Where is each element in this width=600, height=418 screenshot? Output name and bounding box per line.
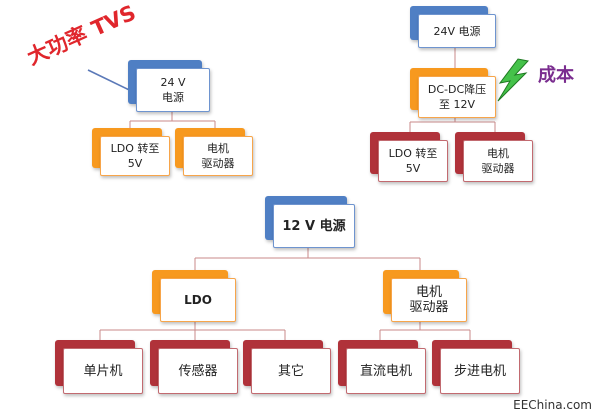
left-motor-driver-label: 电机 驱动器: [183, 136, 253, 176]
left-root-label: 24 V 电源: [136, 68, 210, 112]
left-ldo-node: LDO 转至 5V: [92, 128, 170, 176]
right-dcdc-node: DC-DC降压 至 12V: [410, 68, 496, 118]
stepper-motor-label: 步进电机: [440, 348, 520, 394]
dc-motor-node: 直流电机: [338, 340, 426, 394]
bottom-motor-driver-label: 电机 驱动器: [391, 278, 467, 322]
bottom-motor-driver-node: 电机 驱动器: [383, 270, 467, 322]
stepper-motor-node: 步进电机: [432, 340, 520, 394]
left-ldo-label: LDO 转至 5V: [100, 136, 170, 176]
bottom-ldo-label: LDO: [160, 278, 236, 322]
right-motor-driver-node: 电机 驱动器: [455, 132, 533, 182]
right-root-node: 24V 电源: [410, 6, 496, 48]
right-ldo-label: LDO 转至 5V: [378, 140, 448, 182]
lightning-bolt-icon: [497, 58, 529, 102]
other-node: 其它: [243, 340, 331, 394]
bottom-root-node: 12 V 电源: [265, 196, 355, 248]
cost-annotation: 成本: [538, 65, 574, 86]
sensor-label: 传感器: [158, 348, 238, 394]
right-dcdc-label: DC-DC降压 至 12V: [418, 76, 496, 118]
mcu-label: 单片机: [63, 348, 143, 394]
right-ldo-node: LDO 转至 5V: [370, 132, 448, 182]
right-root-label: 24V 电源: [418, 14, 496, 48]
mcu-node: 单片机: [55, 340, 143, 394]
dc-motor-label: 直流电机: [346, 348, 426, 394]
left-motor-driver-node: 电机 驱动器: [175, 128, 253, 176]
bottom-root-label: 12 V 电源: [273, 204, 355, 248]
right-motor-driver-label: 电机 驱动器: [463, 140, 533, 182]
bottom-ldo-node: LDO: [152, 270, 236, 322]
sensor-node: 传感器: [150, 340, 238, 394]
left-root-node: 24 V 电源: [128, 60, 210, 112]
watermark: EEChina.com: [513, 398, 592, 412]
other-label: 其它: [251, 348, 331, 394]
